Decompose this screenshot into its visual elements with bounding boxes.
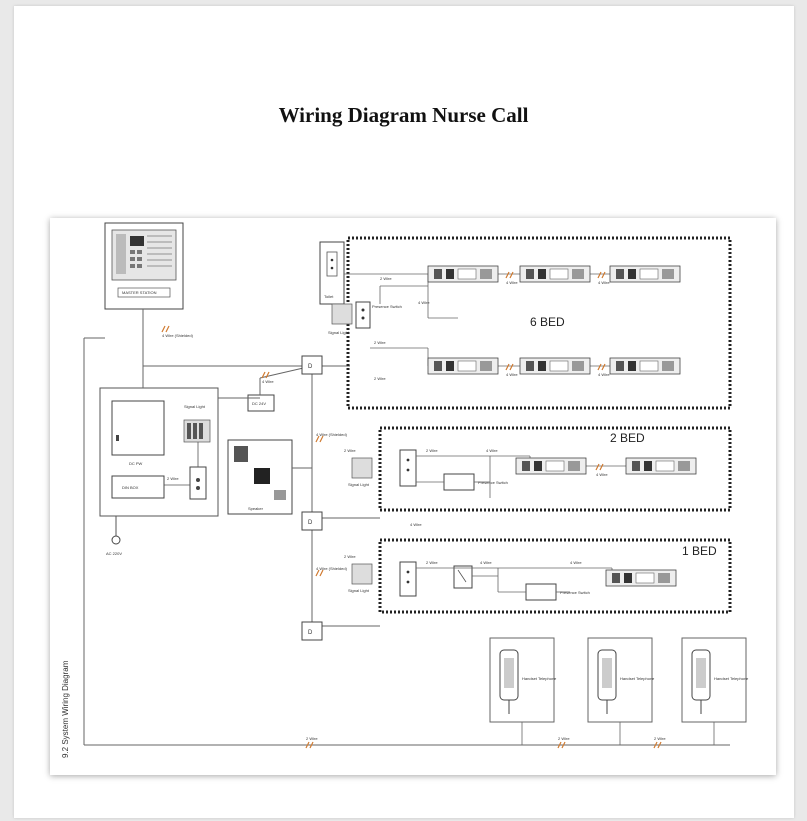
dc-24v-unit [247,394,275,412]
svg-text:4 Wire: 4 Wire [262,379,274,384]
zone-1-bed: 2 Wire Signal Light Presence Switch 2 Wi… [344,538,732,614]
svg-text:2 Wire: 2 Wire [558,736,570,741]
din-box-label: DIN BOX [122,485,139,490]
bed-unit [519,265,591,283]
svg-text:2 Wire: 2 Wire [344,554,356,559]
speaker-unit: Speaker [227,439,293,515]
zone-2-bed: 2 Wire Signal Light Presence Switch 2 Wi… [344,426,732,512]
zone-6-bed: Toilet Signal Light Presence Switch 2 Wi… [319,236,732,410]
svg-text:2 Wire: 2 Wire [306,736,318,741]
bed-unit [605,569,677,587]
handset-telephone: Handset Telephone [681,637,749,745]
svg-text:2 Wire: 2 Wire [426,560,438,565]
svg-text:4 Wire: 4 Wire [598,372,610,377]
side-label: 9.2 System Wiring Diagram [61,660,70,758]
svg-text:4 Wire (Shielded): 4 Wire (Shielded) [316,432,348,437]
svg-text:2 Wire: 2 Wire [380,276,392,281]
bed-unit [427,357,499,375]
wiring-diagram: 9.2 System Wiring Diagram MASTER STATION… [61,222,749,758]
ac-power-plug: AC 220V [106,516,122,556]
distributor-3: D [301,621,323,641]
bed-unit [625,457,697,475]
svg-text:4 Wire (Shielded): 4 Wire (Shielded) [162,333,194,338]
handset-telephone: Handset Telephone [587,637,655,745]
bed-unit [427,265,499,283]
svg-text:Signal Light: Signal Light [328,330,350,335]
svg-text:4 Wire: 4 Wire [486,448,498,453]
svg-text:4 Wire: 4 Wire [418,300,430,305]
svg-text:2 Wire: 2 Wire [374,376,386,381]
page-title: Wiring Diagram Nurse Call [278,103,529,127]
svg-text:4 Wire: 4 Wire [506,280,518,285]
distributor-2: D [301,511,323,531]
svg-text:Presence Switch: Presence Switch [560,590,590,595]
svg-text:Signal Light: Signal Light [348,588,370,593]
svg-text:4 Wire: 4 Wire [596,472,608,477]
dc-power-label: DC PW [129,461,143,466]
svg-text:2 Wire: 2 Wire [426,448,438,453]
svg-text:2 Wire: 2 Wire [374,340,386,345]
svg-text:4 Wire: 4 Wire [570,560,582,565]
svg-text:Handset Telephone: Handset Telephone [714,676,749,681]
svg-text:Presence Switch: Presence Switch [478,480,508,485]
bed-unit [609,357,681,375]
svg-text:2 Wire: 2 Wire [654,736,666,741]
ac-power-label: AC 220V [106,551,122,556]
dc-24v-label: DC 24V [252,401,266,406]
signal-light-label: Signal Light [184,404,206,409]
master-station: MASTER STATION [104,222,184,310]
speaker-label: Speaker [248,506,264,511]
svg-text:D: D [308,520,313,526]
zone-6-bed-label: 6 BED [530,315,565,329]
svg-text:Presence Switch: Presence Switch [372,304,402,309]
toilet-label: Toilet [324,294,334,299]
backbone-wiring [83,309,730,746]
wiring-diagram-figure: 9.2 System Wiring Diagram MASTER STATION… [50,218,776,775]
svg-text:Handset Telephone: Handset Telephone [522,676,557,681]
svg-text:D: D [308,364,313,370]
distributor-1: D [301,355,323,375]
svg-text:D: D [308,630,313,636]
svg-text:Signal Light: Signal Light [348,482,370,487]
master-station-label: MASTER STATION [122,290,157,295]
svg-text:Handset Telephone: Handset Telephone [620,676,655,681]
power-supply-group: DC PW DIN BOX Signal Light 2 Wire [99,387,219,517]
handset-telephone: Handset Telephone [489,637,557,745]
wire-markers [161,271,662,749]
svg-text:4 Wire: 4 Wire [410,522,422,527]
svg-text:2 Wire: 2 Wire [167,476,179,481]
bed-unit [609,265,681,283]
bed-unit [519,357,591,375]
zone-2-bed-label: 2 BED [610,431,645,445]
zone-1-bed-label: 1 BED [682,544,717,558]
svg-text:4 Wire: 4 Wire [480,560,492,565]
svg-text:2 Wire: 2 Wire [344,448,356,453]
svg-text:4 Wire: 4 Wire [598,280,610,285]
svg-text:4 Wire (Shielded): 4 Wire (Shielded) [316,566,348,571]
svg-text:4 Wire: 4 Wire [506,372,518,377]
bed-unit [515,457,587,475]
